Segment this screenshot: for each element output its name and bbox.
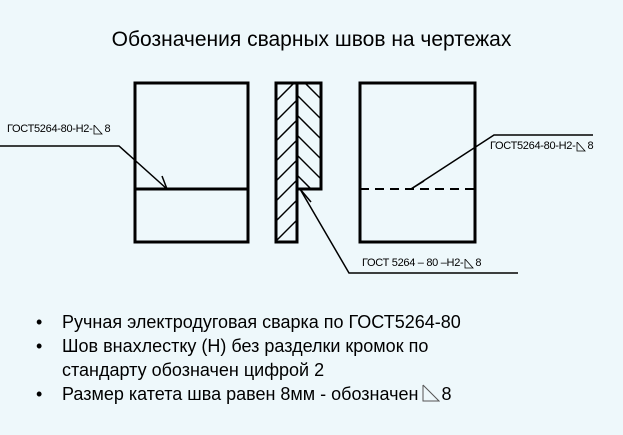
leg-size: 8 — [441, 384, 452, 404]
weld-drawing — [0, 81, 593, 274]
weld-label-right: ГОСТ5264-80-Н2- 8 — [490, 140, 594, 152]
label-text: ГОСТ5264-80-Н2- — [490, 140, 576, 152]
bullet-list: • Ручная электродуговая сварка по ГОСТ52… — [36, 310, 461, 406]
bullet-text: Шов внахлестку (Н) без разделки кромок п… — [62, 334, 428, 382]
leader-lines — [0, 134, 593, 274]
fillet-weld-triangle-icon — [422, 384, 441, 402]
fillet-weld-triangle-icon — [94, 125, 104, 135]
leg-size: 8 — [104, 123, 111, 135]
slide-title: Обозначения сварных швов на чертежах — [111, 28, 512, 51]
label-text: ГОСТ5264-80-Н2- — [7, 123, 93, 135]
bullet-line: Шов внахлестку (Н) без разделки кромок п… — [62, 336, 429, 356]
fillet-weld-triangle-icon — [577, 142, 587, 152]
leg-size: 8 — [587, 140, 594, 152]
bullet-item: • Ручная электродуговая сварка по ГОСТ52… — [36, 310, 461, 334]
bullet-line: стандарту обозначен цифрой 2 — [62, 360, 325, 380]
section-view — [274, 81, 323, 244]
weld-label-middle: ГОСТ 5264 – 80 –Н2- 8 — [362, 257, 482, 269]
bullet-line: Размер катета шва равен 8мм - обозначен — [62, 384, 419, 404]
right-part — [358, 81, 477, 244]
weld-label-left: ГОСТ5264-80-Н2- 8 — [7, 123, 111, 135]
bullet-icon: • — [36, 384, 43, 404]
label-text: ГОСТ 5264 – 80 –Н2- — [362, 257, 464, 269]
bullet-icon: • — [36, 312, 43, 332]
bullet-item: • Шов внахлестку (Н) без разделки кромок… — [36, 334, 461, 382]
bullet-icon: • — [36, 336, 43, 356]
bullet-item: • Размер катета шва равен 8мм - обозначе… — [36, 382, 461, 406]
left-part — [133, 81, 250, 244]
leg-size: 8 — [475, 257, 482, 269]
fillet-weld-triangle-icon — [464, 259, 475, 269]
bullet-text: Размер катета шва равен 8мм - обозначен 8 — [62, 382, 451, 406]
bullet-text: Ручная электродуговая сварка по ГОСТ5264… — [62, 312, 461, 332]
